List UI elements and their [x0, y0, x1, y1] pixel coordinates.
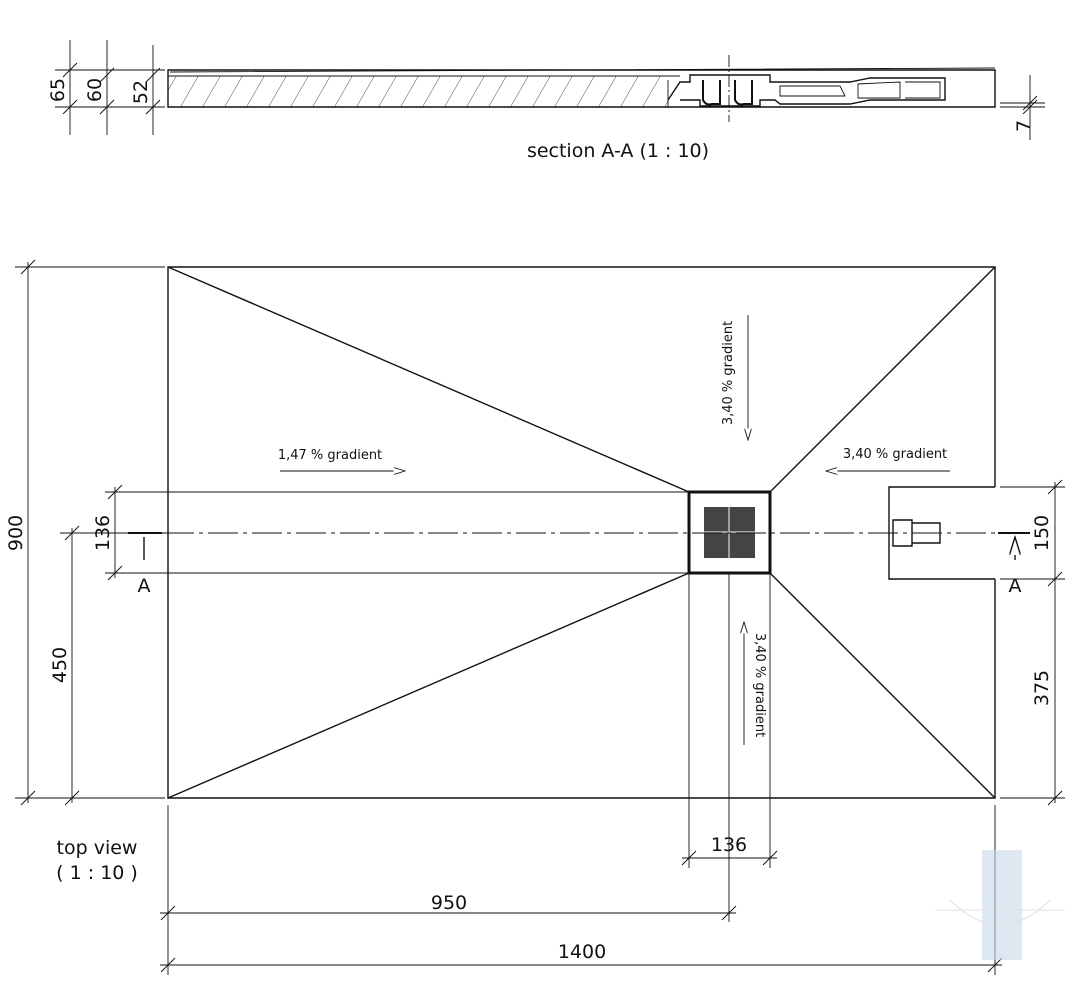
dim-450: 450: [49, 647, 71, 683]
dim-1400: 1400: [558, 941, 606, 963]
section-hatch: [168, 76, 668, 107]
section-mark-left: A: [138, 575, 151, 597]
dim-150: 150: [1031, 515, 1053, 551]
top-view-scale: ( 1 : 10 ): [56, 862, 138, 884]
gradient-left: 1,47 % gradient: [278, 448, 382, 463]
gradient-bottom: 3,40 % gradient: [752, 633, 767, 737]
gradient-top: 3,40 % gradient: [721, 321, 736, 425]
section-caption: section A-A (1 : 10): [527, 140, 709, 162]
dim-60: 60: [84, 78, 106, 102]
section-mark-right: A: [1009, 575, 1022, 597]
dim-900: 900: [5, 515, 27, 551]
top-view-caption: top view: [57, 837, 138, 859]
dim-950: 950: [431, 892, 467, 914]
tray-outline: [167, 266, 996, 799]
top-view: A A 1,47 % gradient 3,40 % gradient 3,40…: [5, 259, 1065, 975]
dim-136-left: 136: [92, 515, 114, 551]
dim-65: 65: [47, 78, 69, 102]
dim-136-bottom: 136: [711, 834, 747, 856]
dim-7: 7: [1013, 120, 1035, 132]
section-view: 65 60 52 7 section A-A (1 : 10): [47, 40, 1045, 162]
dim-52: 52: [130, 80, 152, 104]
drain-frame: [687, 490, 772, 575]
watermark-logo: [935, 850, 1065, 960]
gradient-right: 3,40 % gradient: [843, 447, 947, 462]
dim-375: 375: [1031, 670, 1053, 706]
slope-lines: [167, 266, 996, 799]
